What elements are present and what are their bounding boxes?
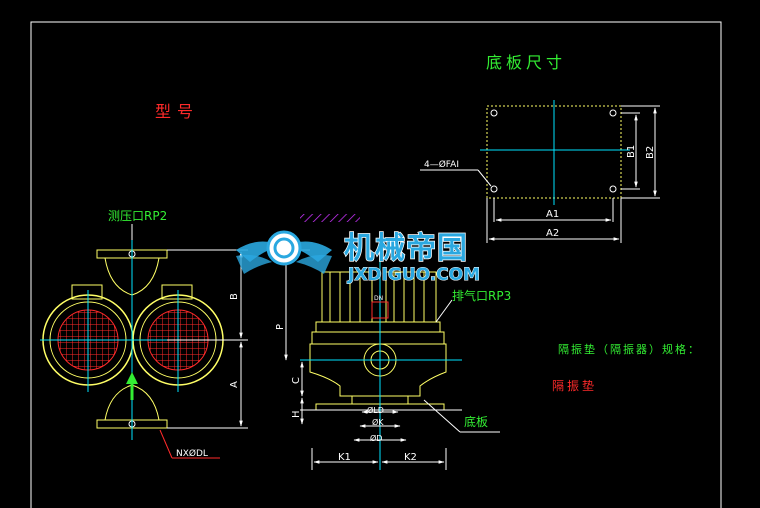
drawing-frame	[30, 21, 722, 508]
dim-b1: B1	[626, 145, 637, 158]
model-label: 型号	[155, 102, 199, 121]
dim-p: P	[275, 324, 286, 330]
dim-a1: A1	[546, 209, 559, 220]
dim-k1: K1	[338, 452, 351, 463]
holes-label: 4—ØFAI	[424, 159, 459, 170]
dim-a: A	[229, 381, 240, 388]
dim-dn: DN	[374, 295, 383, 302]
pump-top-view: 测压口RP2 B A NX	[40, 209, 248, 459]
dim-d: ØD	[370, 433, 382, 443]
dim-h: H	[291, 410, 302, 418]
dim-k: ØK	[372, 417, 384, 427]
dim-ld: ØLD	[367, 405, 384, 415]
vent-port-label: 排气口RP3	[452, 288, 511, 303]
watermark-logo: 机械帝国 JXDIGUO.COM	[236, 230, 481, 286]
isolator-pad-label: 隔振垫	[552, 378, 597, 393]
pump-front-view: DN 排气口RP3 P C H ØLD ØK ØD K1 K2 底板	[275, 214, 511, 470]
watermark-en: JXDIGUO.COM	[347, 265, 480, 285]
watermark-cn: 机械帝国	[344, 231, 468, 266]
isolator-spec-label: 隔振垫（隔振器）规格：	[558, 342, 701, 356]
dim-b: B	[229, 293, 240, 300]
baseplate-size-title: 底板尺寸	[486, 53, 566, 72]
dim-c: C	[291, 377, 302, 384]
dim-a2: A2	[546, 228, 559, 239]
baseplate-plan: 底板尺寸 B1 B2 A1 A2 4—ØFAI	[420, 53, 660, 243]
dim-b2: B2	[645, 146, 656, 159]
dim-k2: K2	[404, 452, 417, 463]
pressure-port-label: 测压口RP2	[108, 209, 167, 223]
baseplate-label: 底板	[464, 414, 488, 429]
n-holes-label: NXØDL	[176, 448, 208, 459]
